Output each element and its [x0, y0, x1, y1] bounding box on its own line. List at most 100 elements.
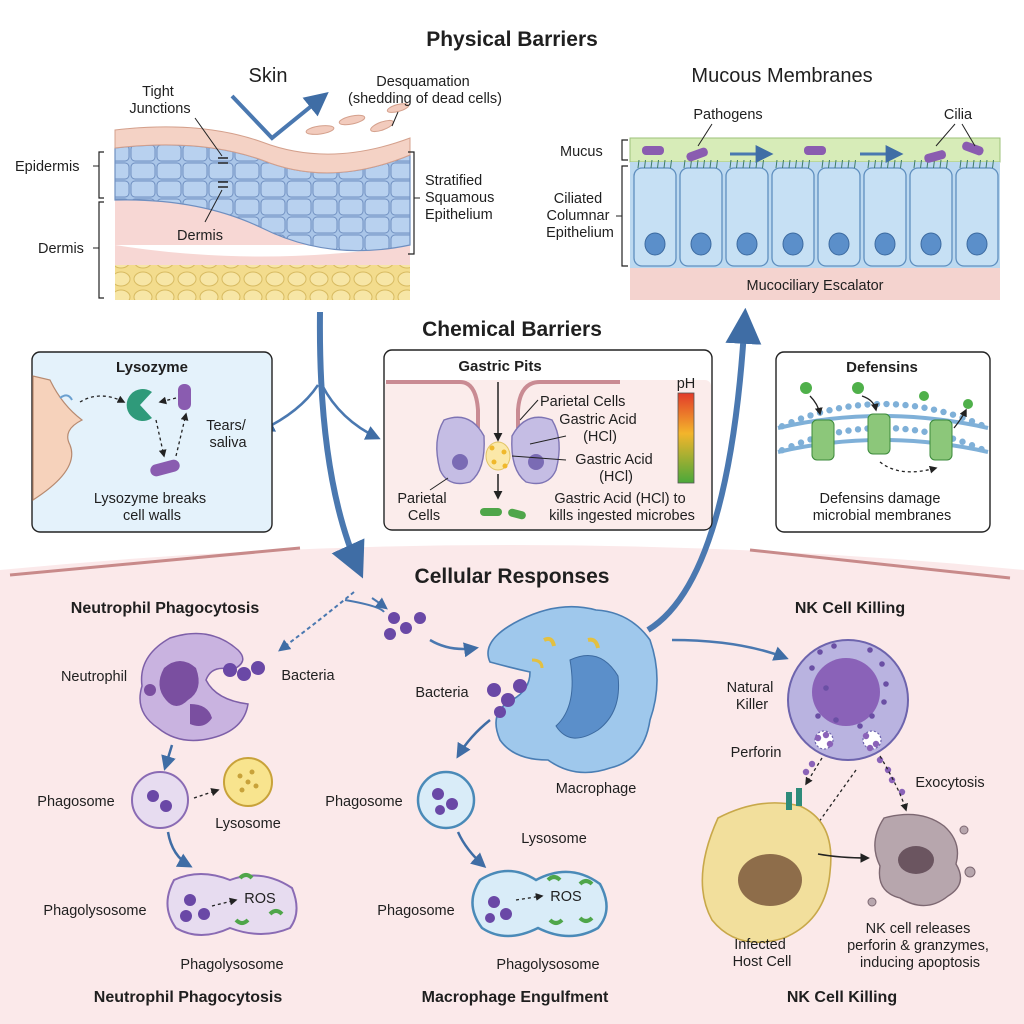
neutrophil-bacteria-label: Bacteria	[281, 668, 335, 684]
defensins-title: Defensins	[846, 359, 918, 376]
tissue-edge-right	[749, 548, 1011, 580]
tear-drop	[59, 394, 73, 401]
bacterium	[223, 663, 237, 677]
cell-nucleus	[874, 232, 896, 256]
gastric-caption: Gastric Acid (HCl) to kills ingested mic…	[549, 491, 695, 524]
parietal-cell	[436, 416, 485, 485]
title-physical-barriers: Physical Barriers	[426, 28, 598, 51]
exocytosis-label: Exocytosis	[915, 775, 984, 791]
dermis-inner-label: Dermis	[177, 228, 223, 244]
macrophage-bacteria-label: Bacteria	[415, 685, 469, 701]
bacterium	[494, 706, 506, 718]
bacterium	[178, 384, 191, 410]
columnar-cell	[909, 167, 953, 267]
pathogen	[804, 146, 826, 155]
bacterium	[384, 628, 396, 640]
neutrophil-phagosome-label: Phagosome	[37, 794, 114, 810]
bacterium	[150, 459, 180, 477]
desquamation-label: Desquamation (shedding of dead cells)	[348, 74, 502, 107]
macrophage-label: Macrophage	[556, 781, 637, 797]
bacterium	[388, 612, 400, 624]
ciliated-columnar-label: Ciliated Columnar Epithelium	[546, 191, 614, 241]
neutrophil-label: Neutrophil	[61, 669, 127, 685]
columnar-cell	[955, 167, 999, 267]
cell-nucleus	[920, 232, 942, 256]
neutrophil-phagolysosome-label: Phagolysosome	[180, 957, 283, 973]
columnar-cell	[817, 167, 861, 267]
tissue-edge-left	[9, 546, 301, 577]
bacterium	[251, 661, 265, 675]
macrophage-phagosome-label: Phagosome	[325, 794, 402, 810]
macrophage-lysosome-label: Lysosome	[521, 831, 587, 847]
defensin-pore	[811, 419, 835, 461]
face-profile	[32, 375, 84, 502]
macrophage-nucleus	[555, 655, 620, 739]
defensin-peptide	[800, 382, 812, 394]
cell-nucleus	[736, 232, 758, 256]
macrophage-footer: Macrophage Engulfment	[422, 989, 609, 1006]
neutrophil-lysosome-label: Lysosome	[215, 816, 281, 832]
cell-nucleus	[782, 232, 804, 256]
macrophage-phagolysosome-label: Phagolysosome	[496, 957, 599, 973]
microbe	[508, 508, 526, 520]
defensins-caption: Defensins damage microbial membranes	[813, 491, 952, 524]
neutrophil-footer: Neutrophil Phagocytosis	[94, 989, 283, 1006]
defensin-peptide	[852, 382, 864, 394]
gastric-pits-title: Gastric Pits	[458, 358, 541, 375]
bacterium	[501, 693, 515, 707]
pathogen	[962, 141, 984, 156]
escalator-base	[630, 268, 1000, 300]
columnar-cell	[679, 167, 723, 267]
neutrophil-ros-label: ROS	[244, 891, 275, 907]
perforin-pore	[786, 792, 792, 810]
cell-nucleus	[690, 232, 712, 256]
gastric-acid-label-2: Gastric Acid (HCl)	[575, 452, 656, 485]
nk-title: NK Cell Killing	[795, 600, 905, 617]
mucous-membrane-panel: Mucous Membranes Pathogens Cilia Mucus C…	[546, 65, 1001, 300]
neutrophil-phagolysosome-left-label: Phagolysosome	[43, 903, 146, 919]
cell-nucleus	[644, 232, 666, 256]
parietal-cells-right-label: Parietal Cells	[540, 394, 625, 410]
bacterium	[513, 679, 527, 693]
cell-nucleus	[966, 232, 988, 256]
mucus-label: Mucus	[560, 144, 603, 160]
lysozyme-title: Lysozyme	[116, 359, 188, 376]
columnar-cells	[633, 159, 999, 267]
flow-arrows	[259, 307, 789, 661]
defensin-pore	[929, 419, 953, 461]
bacterium	[237, 667, 251, 681]
tears-saliva-label: Tears/ saliva	[206, 418, 250, 451]
neutrophil-nucleus	[159, 661, 199, 706]
macrophage-column: Bacteria Macrophage Phagosome Lysosome R…	[325, 605, 658, 1006]
skin-title: Skin	[249, 65, 288, 87]
defensin-peptide	[919, 391, 929, 401]
defensin-pore	[867, 413, 891, 455]
infected-host-label: Infected Host Cell	[733, 937, 792, 970]
cilia-label: Cilia	[944, 107, 973, 123]
gastric-acid-label-1: Gastric Acid (HCl)	[559, 412, 640, 445]
nk-caption: NK cell releases perforin & granzymes, i…	[847, 921, 993, 971]
pathogen	[924, 150, 947, 163]
natural-killer-label: Natural Killer	[727, 680, 778, 713]
perforin-pore	[796, 788, 802, 806]
pathogens-label: Pathogens	[693, 107, 762, 123]
parietal-cell	[511, 416, 560, 485]
nk-cell-column: NK Cell Killing Natural Killer Perforin …	[701, 600, 993, 1006]
parietal-cells-left-label: Parietal Cells	[397, 491, 450, 524]
bacterium	[414, 612, 426, 624]
epidermis-label: Epidermis	[15, 159, 79, 175]
mucociliary-escalator-label: Mucociliary Escalator	[747, 278, 884, 294]
pathogen	[686, 147, 708, 162]
nk-nucleus	[812, 658, 880, 726]
macrophage-ros-label: ROS	[550, 889, 581, 905]
lysozyme-enzyme	[126, 388, 152, 421]
neutrophil-title: Neutrophil Phagocytosis	[71, 600, 260, 617]
dermis-left-label: Dermis	[38, 241, 84, 257]
nk-granules	[809, 643, 889, 729]
columnar-cell	[725, 167, 769, 267]
neutrophil-column: Neutrophil Phagocytosis Neutrophil Bacte…	[37, 600, 335, 1006]
mucous-membranes-title: Mucous Membranes	[691, 65, 872, 87]
columnar-cell	[863, 167, 907, 267]
perforin-label: Perforin	[731, 745, 782, 761]
